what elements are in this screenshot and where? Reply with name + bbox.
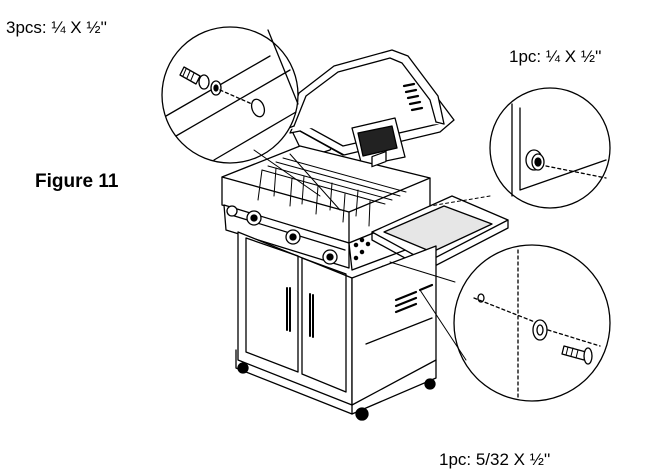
- figure-title: Figure 11: [35, 171, 119, 192]
- leader-lines: [253, 149, 491, 361]
- detail-callout-top-left: [161, 26, 299, 164]
- grill-lid: [285, 49, 455, 167]
- detail-callout-bottom-right: [453, 244, 611, 402]
- parts-label-3pcs: 3pcs: ¼ X ½'': [6, 18, 107, 37]
- grill-cart: [235, 150, 437, 421]
- detail-callout-top-right: [489, 87, 611, 209]
- parts-label-1pc-5-32: 1pc: 5/32 X ½'': [439, 450, 551, 469]
- parts-label-1pc-quarter: 1pc: ¼ X ½'': [509, 47, 602, 66]
